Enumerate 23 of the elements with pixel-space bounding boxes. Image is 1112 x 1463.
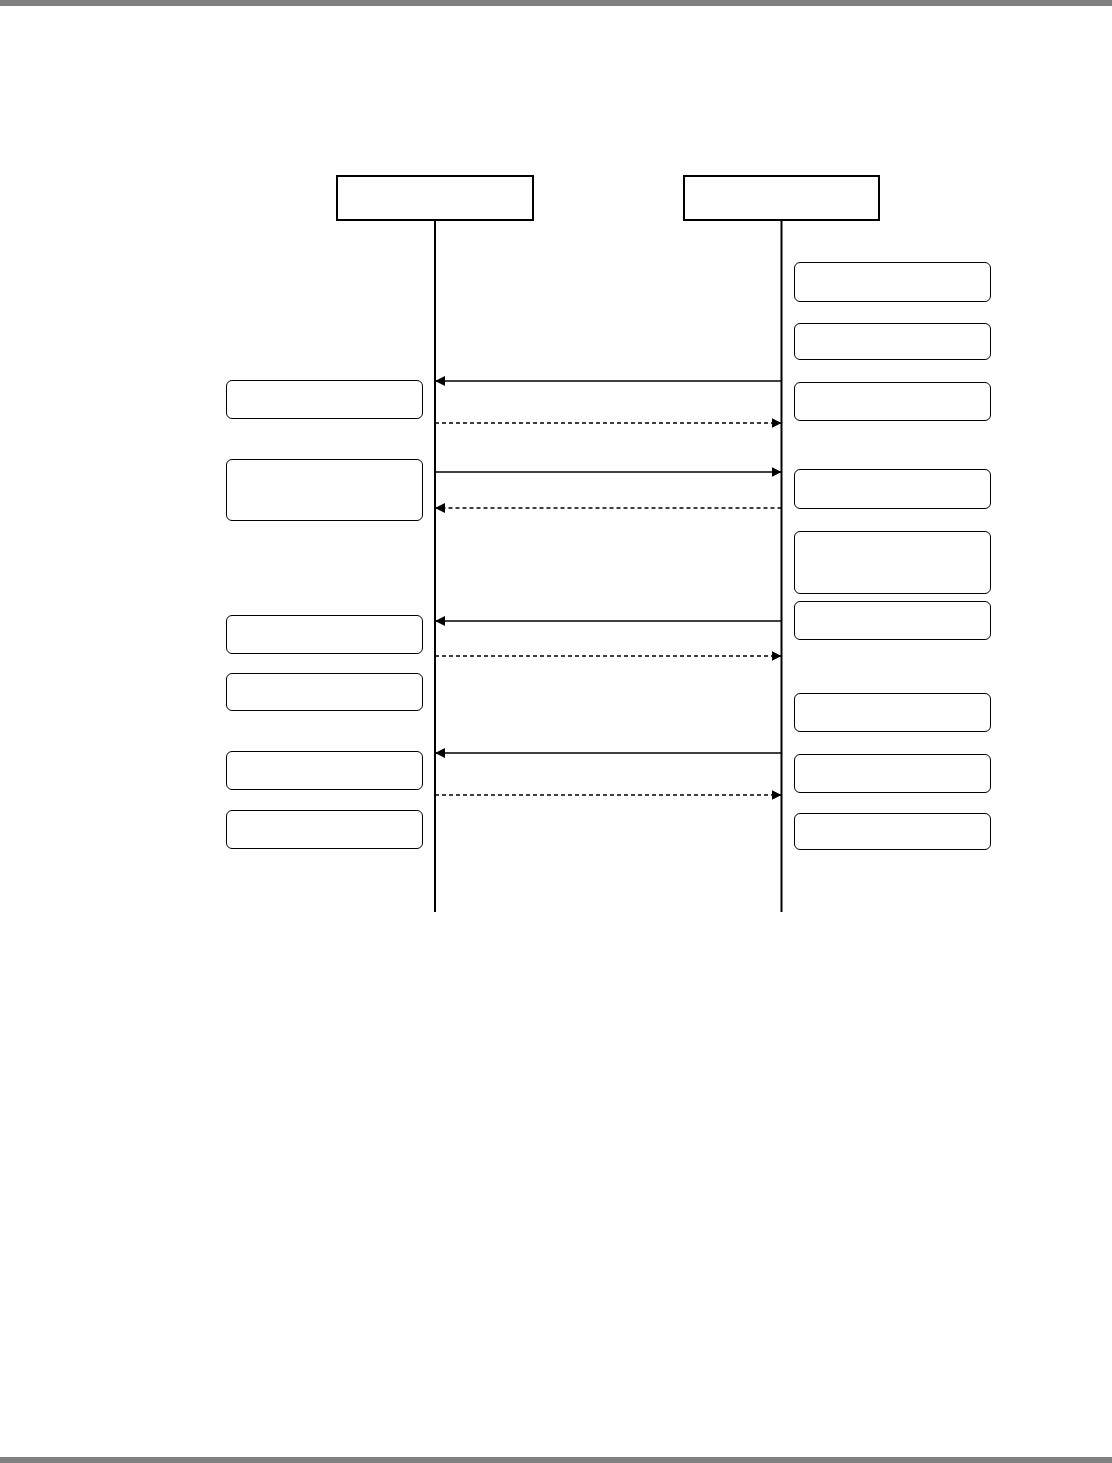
arrow — [434, 376, 783, 386]
note-box — [794, 813, 991, 850]
note-box — [226, 459, 423, 521]
note-box — [794, 601, 991, 640]
note-box — [226, 751, 423, 790]
note-box — [794, 262, 991, 302]
note-box — [226, 673, 423, 711]
note-box — [226, 615, 423, 654]
note-box — [794, 382, 991, 421]
dashed-arrow — [434, 790, 783, 800]
note-box — [794, 323, 991, 360]
dashed-arrow — [434, 503, 783, 513]
note-box — [226, 810, 423, 849]
note-box — [226, 380, 423, 419]
dashed-arrow — [434, 418, 783, 428]
arrow — [434, 616, 783, 626]
note-box — [794, 693, 991, 732]
note-box — [794, 531, 991, 594]
dashed-arrow — [434, 651, 783, 661]
arrow — [434, 467, 783, 477]
arrow — [434, 748, 783, 758]
note-box — [794, 754, 991, 793]
note-box — [794, 469, 991, 509]
